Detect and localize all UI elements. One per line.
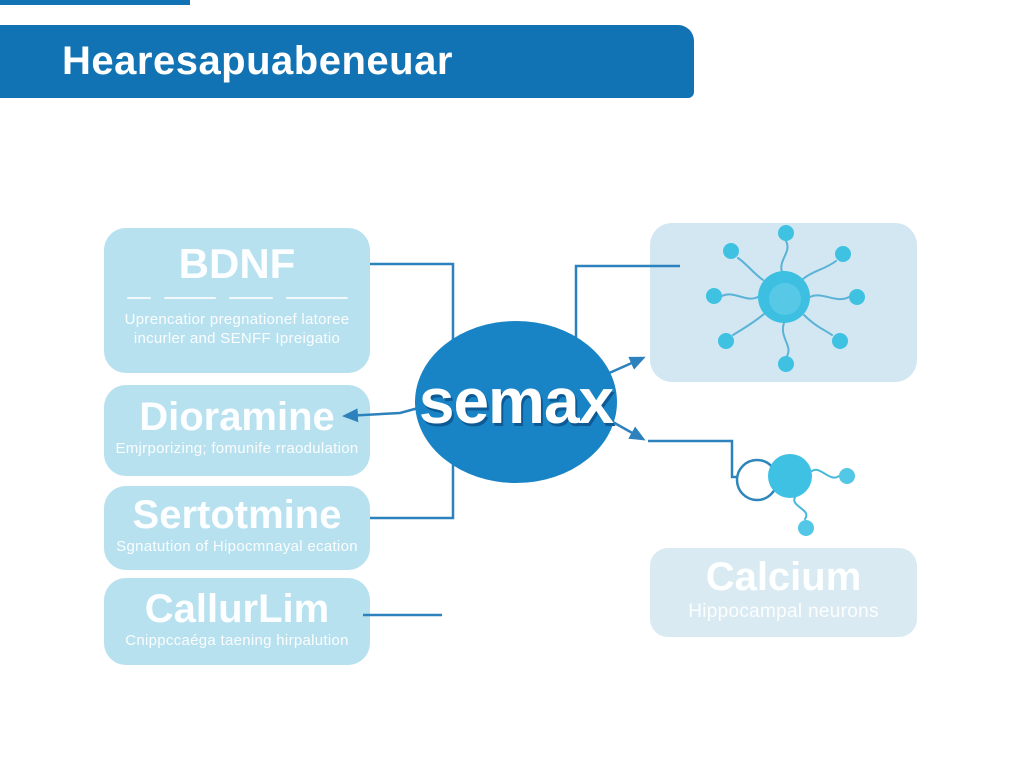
semax-ellipse bbox=[415, 321, 617, 483]
dopamine-subtitle: Emjrporizing; fomunife rraodulation bbox=[115, 440, 359, 457]
synapse-cell-icon bbox=[735, 454, 855, 536]
calcium-pathway-title: CallurLim bbox=[144, 587, 330, 631]
arrow-to-neuron bbox=[606, 356, 646, 376]
synapse-outline-circle bbox=[735, 458, 779, 502]
header-banner: Hearesapuabeneuar bbox=[0, 25, 694, 98]
arrow-to-synapse bbox=[610, 419, 646, 441]
connector-bdnf-serotonin bbox=[370, 262, 455, 520]
serotonin-subtitle: Sgnatution of Hipocmnayal ecation bbox=[116, 538, 358, 555]
connector-synapse-elbow bbox=[648, 439, 741, 479]
node-dopamine: Dioramine Emjrporizing; fomunife rraodul… bbox=[104, 385, 370, 476]
calcium-pathway-subtitle: Cnippccaéga taening hirpalution bbox=[125, 632, 349, 649]
serotonin-title: Sertotmine bbox=[132, 493, 342, 537]
dopamine-title: Dioramine bbox=[139, 395, 335, 439]
calcium-subtitle: Hippocampal neurons bbox=[688, 601, 879, 622]
synapse-body bbox=[768, 454, 812, 498]
semax-label-shadow: semax bbox=[421, 368, 617, 440]
semax-central-node: semax semax bbox=[415, 321, 618, 483]
top-accent-strip bbox=[0, 0, 190, 5]
bdnf-subtitle-line1: Uprencatior pregnationef latoree bbox=[124, 311, 350, 328]
node-calcium-pathway: CallurLim Cnippccaéga taening hirpalutio… bbox=[104, 578, 370, 665]
bdnf-title: BDNF bbox=[178, 240, 296, 287]
node-serotonin: Sertotmine Sgnatution of Hipocmnayal eca… bbox=[104, 486, 370, 570]
bdnf-subtitle-line2: incurler and SENFF Ipreigatio bbox=[133, 330, 341, 347]
page-title: Hearesapuabeneuar bbox=[62, 39, 453, 83]
dashed-divider bbox=[104, 297, 370, 299]
calcium-title: Calcium bbox=[705, 555, 862, 599]
semax-label: semax bbox=[419, 365, 615, 437]
node-bdnf: BDNF Uprencatior pregnationef latoree in… bbox=[104, 228, 370, 373]
panel-neuron-illustration bbox=[650, 223, 917, 382]
node-calcium: Calcium Hippocampal neurons bbox=[650, 548, 917, 637]
